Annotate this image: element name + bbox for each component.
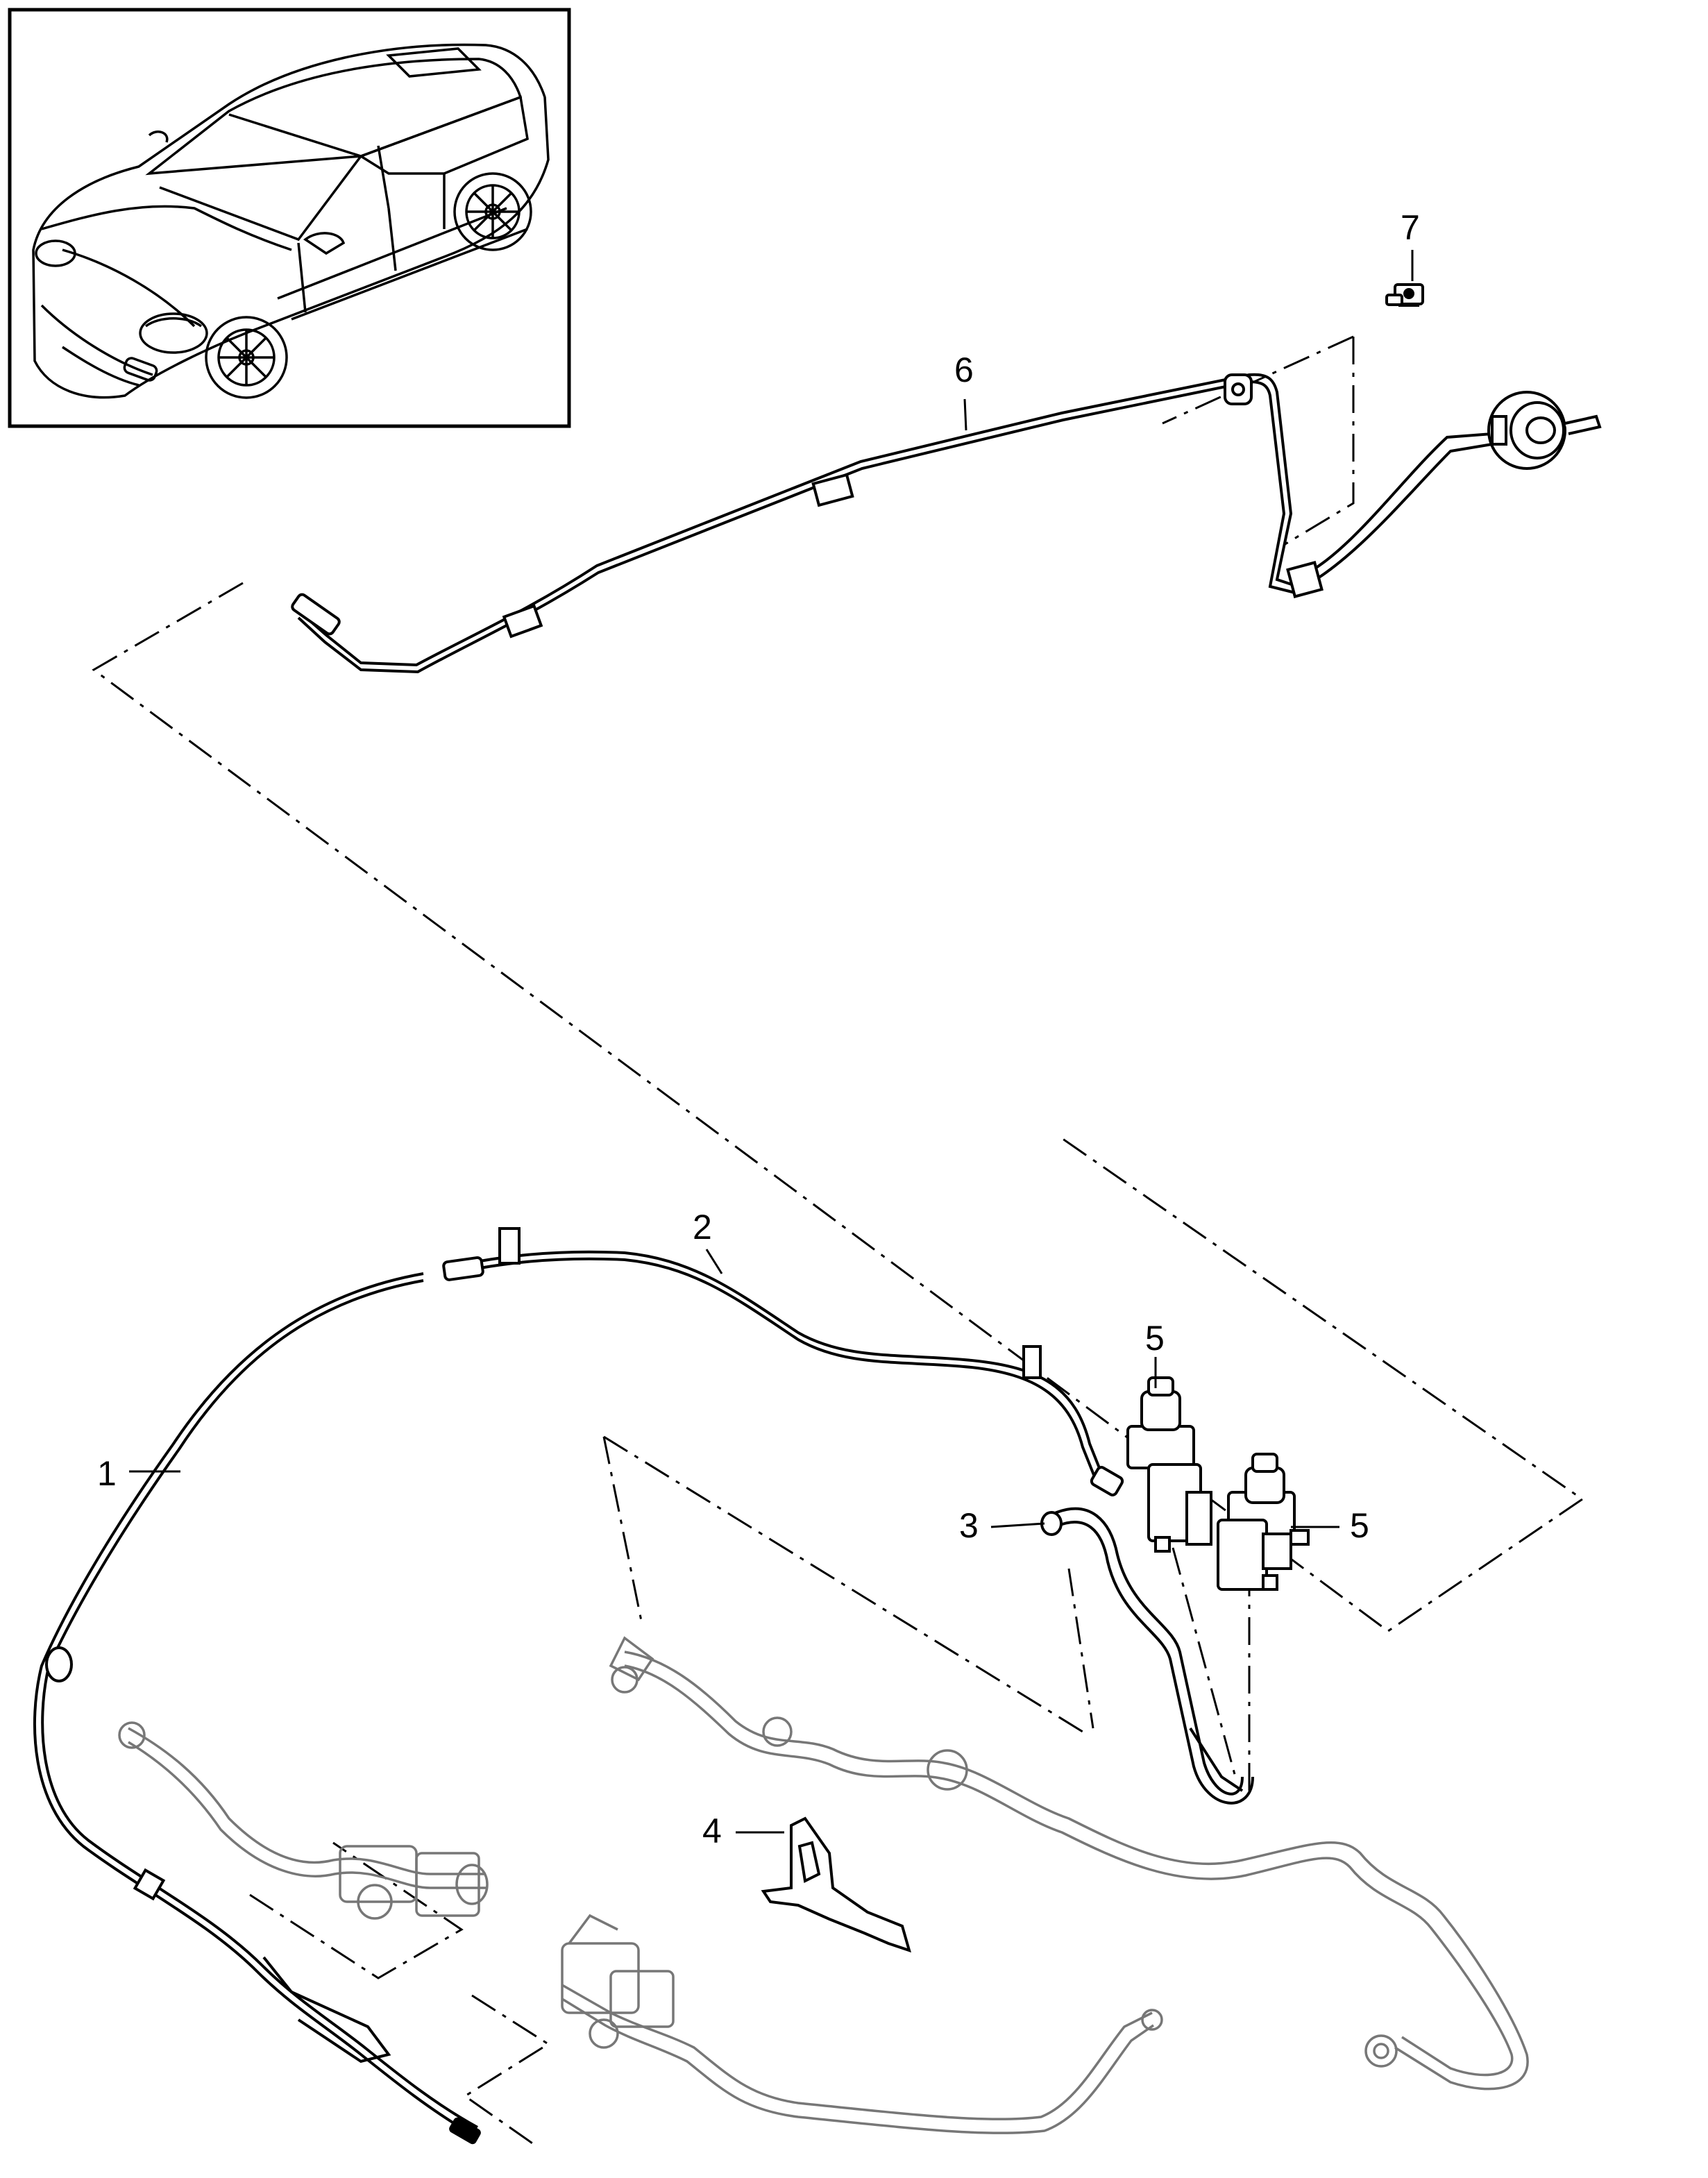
callout-7: 7 bbox=[1401, 208, 1420, 247]
inset-frame bbox=[8, 8, 571, 428]
callout-labels: 1 2 3 4 5 5 6 7 bbox=[97, 208, 1420, 1850]
bolt-7 bbox=[1385, 283, 1424, 307]
vacuum-line-6 bbox=[291, 373, 1493, 674]
leader-lines bbox=[129, 250, 1414, 1834]
background-hoses bbox=[118, 1636, 1529, 2134]
solenoid-valve-5b bbox=[1217, 1453, 1310, 1591]
callout-3: 3 bbox=[959, 1506, 979, 1545]
solenoid-valve-5a bbox=[1126, 1376, 1212, 1553]
callout-5a: 5 bbox=[1145, 1319, 1165, 1358]
vehicle-inset bbox=[8, 8, 571, 428]
vacuum-line-1-2 bbox=[33, 1227, 1124, 2145]
bracket-4 bbox=[761, 1816, 911, 1953]
callout-2: 2 bbox=[693, 1208, 712, 1247]
car-illustration bbox=[32, 43, 550, 399]
callout-4: 4 bbox=[702, 1812, 722, 1850]
reference-lines bbox=[92, 335, 1584, 2146]
callout-5b: 5 bbox=[1350, 1506, 1369, 1545]
callout-1: 1 bbox=[97, 1454, 117, 1493]
callout-6: 6 bbox=[954, 351, 974, 389]
vacuum-canister bbox=[1487, 391, 1602, 470]
